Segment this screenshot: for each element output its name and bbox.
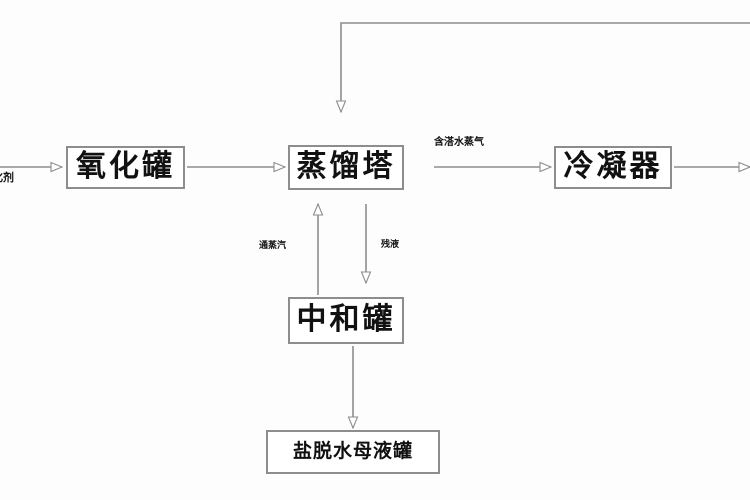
node-oxidation-tank-label: 氧化罐	[76, 148, 175, 184]
node-distillation-tower-label: 蒸馏塔	[296, 148, 396, 184]
node-neutralization-tank-label: 中和罐	[296, 301, 396, 337]
inlet-reagent-label: 化剂	[0, 171, 14, 184]
node-salt-dehydration-tank-label: 盐脱水母液罐	[292, 439, 413, 462]
node-condenser-label: 冷凝器	[563, 148, 663, 184]
connector-recycle-to-distillation	[341, 22, 750, 112]
node-salt-dehydration-tank[interactable]: 盐脱水母液罐	[266, 430, 440, 474]
node-condenser[interactable]: 冷凝器	[554, 146, 672, 189]
edge-label-residue: 残液	[381, 240, 400, 250]
edge-label-steam-inlet: 通蒸汽	[259, 241, 287, 251]
node-distillation-tower[interactable]: 蒸馏塔	[288, 145, 404, 190]
node-oxidation-tank[interactable]: 氧化罐	[66, 146, 185, 189]
node-neutralization-tank[interactable]: 中和罐	[288, 297, 404, 344]
edge-label-bromine-vapor: 含溚水蒸气	[434, 137, 484, 148]
